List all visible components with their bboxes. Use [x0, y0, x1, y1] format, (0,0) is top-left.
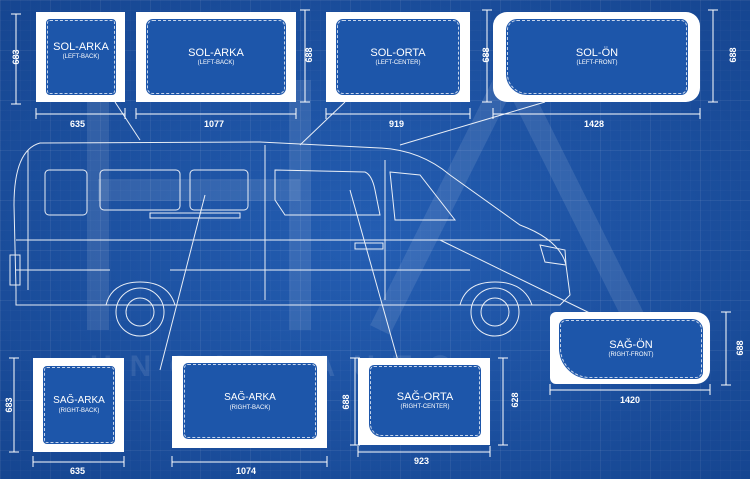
window-name: SOL-ARKA — [188, 47, 244, 59]
dim-height: 683 — [11, 49, 21, 65]
dim-width: 635 — [70, 119, 86, 129]
window-sub: (RIGHT-BACK) — [229, 405, 271, 411]
dim-height: 688 — [481, 47, 491, 63]
window-sub: (RIGHT-BACK) — [58, 408, 100, 414]
dim-width: 923 — [414, 456, 430, 466]
window-sub: (LEFT-CENTER) — [375, 60, 421, 66]
window-name: SOL-ÖN — [575, 47, 619, 59]
window-sub: (LEFT-BACK) — [197, 60, 235, 66]
window-name: SAĞ-ARKA — [224, 392, 276, 403]
dim-height: 628 — [510, 392, 520, 408]
glass-left-center: SOL-ORTA (LEFT-CENTER) — [336, 19, 460, 95]
dim-height: 683 — [4, 397, 14, 413]
glass-right-back: SAĞ-ARKA (RIGHT-BACK) — [43, 366, 115, 444]
dim-height: 688 — [728, 47, 738, 63]
dim-width: 1074 — [236, 466, 257, 476]
window-sub: (LEFT-FRONT) — [576, 60, 618, 66]
window-name: SAĞ-ÖN — [609, 339, 653, 351]
window-left-back-large: SOL-ARKA (LEFT-BACK) — [136, 12, 296, 102]
window-name: SAĞ-ARKA — [53, 395, 105, 406]
window-right-back-large: SAĞ-ARKA (RIGHT-BACK) — [172, 356, 327, 448]
dim-height: 688 — [304, 47, 314, 63]
window-left-center: SOL-ORTA (LEFT-CENTER) — [326, 12, 470, 102]
glass-right-center: SAĞ-ORTA (RIGHT-CENTER) — [369, 365, 481, 437]
dim-width: 635 — [70, 466, 86, 476]
window-left-back: SOL-ARKA (LEFT-BACK) — [36, 12, 125, 102]
dim-width: 1420 — [620, 395, 641, 405]
window-right-center: SAĞ-ORTA (RIGHT-CENTER) — [358, 358, 490, 445]
glass-left-back-large: SOL-ARKA (LEFT-BACK) — [146, 19, 286, 95]
dim-width: 1428 — [584, 119, 605, 129]
glass-left-front: SOL-ÖN (LEFT-FRONT) — [506, 19, 688, 95]
window-sub: (RIGHT-FRONT) — [608, 352, 654, 358]
glass-right-back-large: SAĞ-ARKA (RIGHT-BACK) — [183, 363, 317, 439]
window-name: SOL-ARKA — [53, 41, 109, 53]
window-sub: (RIGHT-CENTER) — [400, 404, 450, 410]
glass-right-front: SAĞ-ÖN (RIGHT-FRONT) — [559, 319, 703, 379]
window-sub: (LEFT-BACK) — [62, 54, 100, 60]
window-name: SOL-ORTA — [370, 47, 426, 59]
window-right-front: SAĞ-ÖN (RIGHT-FRONT) — [550, 312, 710, 384]
window-left-front: SOL-ÖN (LEFT-FRONT) — [493, 12, 700, 102]
dim-height: 688 — [735, 340, 745, 356]
dim-height: 688 — [341, 394, 351, 410]
dim-width: 1077 — [204, 119, 225, 129]
dim-width: 919 — [389, 119, 405, 129]
window-right-back: SAĞ-ARKA (RIGHT-BACK) — [33, 358, 124, 452]
window-name: SAĞ-ORTA — [396, 391, 454, 403]
glass-left-back: SOL-ARKA (LEFT-BACK) — [46, 19, 116, 95]
